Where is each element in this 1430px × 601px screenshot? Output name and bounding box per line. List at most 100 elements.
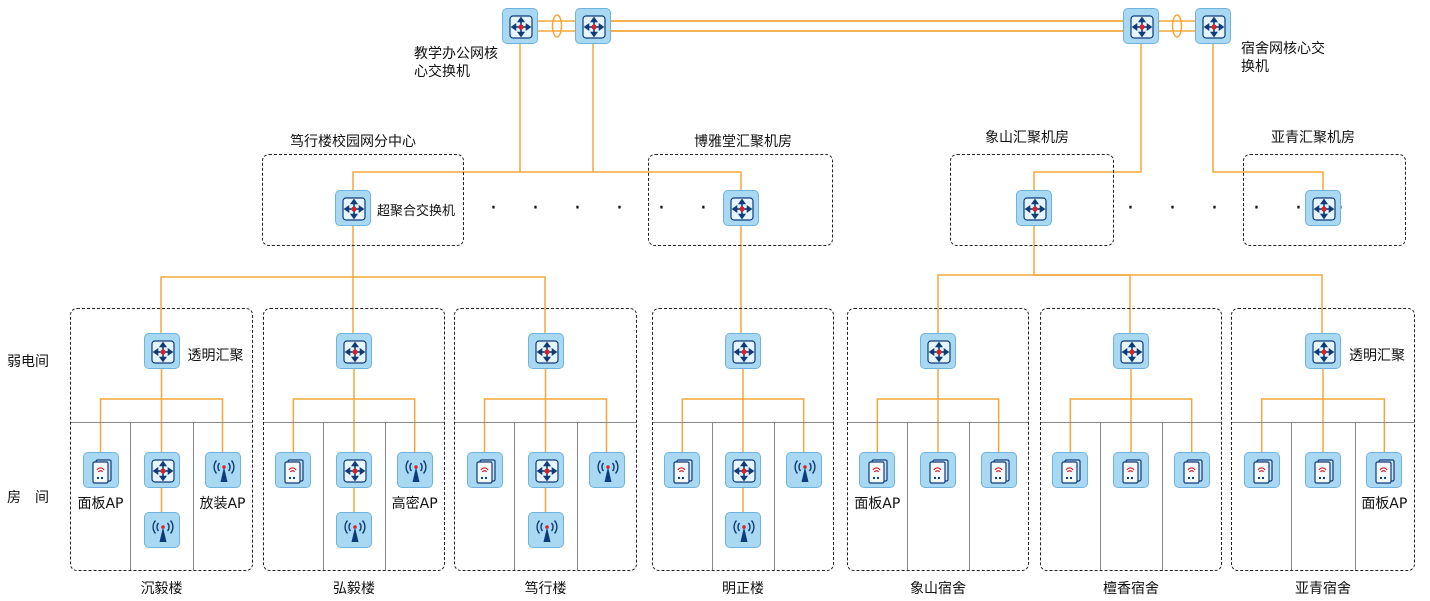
ap-type-label: 放装AP	[199, 496, 246, 512]
aggregation-switch-5[interactable]	[1113, 333, 1149, 369]
room-divider	[455, 422, 636, 423]
switch-icon	[927, 340, 951, 364]
center-switch-yaqing[interactable]	[1305, 190, 1341, 226]
panel-ap-icon	[868, 459, 888, 484]
core-right-label: 宿舍网核心交换机	[1241, 41, 1325, 75]
building-box-4	[847, 308, 1029, 571]
switch-icon	[150, 459, 175, 483]
center-switch-xiangshan[interactable]	[1016, 190, 1052, 226]
room-divider	[1232, 422, 1414, 423]
aggregation-switch-0[interactable]	[143, 333, 180, 369]
room-ap-0-2[interactable]	[204, 452, 241, 488]
room-divider	[264, 422, 444, 423]
link-xs-to-b6	[1034, 274, 1323, 334]
link-core-to-duxing	[352, 171, 520, 190]
room-divider	[848, 422, 1028, 423]
building-box-3	[652, 308, 834, 571]
room-ap-4-0[interactable]	[859, 452, 896, 488]
aggregation-switch-3[interactable]	[725, 333, 761, 369]
center-switch-boya[interactable]	[723, 190, 759, 226]
room-ap-1-1[interactable]	[336, 512, 372, 548]
panel-ap-icon	[1314, 459, 1334, 484]
ellipsis-left: · · · · · ·	[490, 196, 721, 221]
link-xs-to-b4	[937, 226, 1035, 334]
core-switch-right-1[interactable]	[1123, 8, 1159, 44]
room-ap-6-2[interactable]	[1366, 452, 1403, 488]
room-switch-0[interactable]	[143, 452, 180, 488]
ap-type-label: 面板AP	[77, 496, 124, 512]
building-name: 明正楼	[722, 581, 764, 597]
room-switch-2[interactable]	[527, 452, 564, 488]
room-ap-5-0[interactable]	[1052, 452, 1089, 488]
core-switch-left-1[interactable]	[502, 8, 538, 44]
room-ap-3-1[interactable]	[725, 512, 761, 548]
center-title-yaqing: 亚青汇聚机房	[1271, 130, 1355, 146]
building-box-1	[263, 308, 445, 571]
panel-ap-icon	[1183, 459, 1203, 484]
center-box-duxing	[262, 154, 464, 246]
switch-icon	[732, 459, 756, 483]
switch-icon	[730, 197, 754, 221]
aggregation-label: 透明汇聚	[187, 348, 244, 364]
switch-icon	[1312, 197, 1336, 221]
room-switch-1[interactable]	[336, 452, 372, 488]
room-ap-5-1[interactable]	[1113, 452, 1149, 488]
building-name: 沉毅楼	[140, 581, 183, 597]
wireless-ap-icon	[151, 520, 174, 542]
switch-icon	[534, 459, 559, 483]
switch-icon	[1202, 15, 1226, 39]
room-ap-6-0[interactable]	[1243, 452, 1280, 488]
building-box-5	[1040, 308, 1222, 571]
panel-ap-icon	[91, 459, 112, 484]
aggregation-switch-6[interactable]	[1305, 333, 1341, 369]
room-ap-2-0[interactable]	[466, 452, 503, 488]
room-ap-0-0[interactable]	[82, 452, 119, 488]
building-box-2	[454, 308, 637, 571]
room-ap-0-1[interactable]	[143, 512, 180, 548]
aggregation-label: 透明汇聚	[1349, 348, 1405, 364]
aggregation-switch-4[interactable]	[920, 333, 956, 369]
room-ap-5-2[interactable]	[1173, 452, 1210, 488]
room-divider	[653, 422, 833, 423]
panel-ap-icon	[1253, 459, 1273, 484]
core-switch-right-2[interactable]	[1195, 8, 1231, 44]
room-switch-3[interactable]	[725, 452, 761, 488]
room-ap-1-0[interactable]	[275, 452, 312, 488]
room-ap-3-0[interactable]	[664, 452, 701, 488]
room-ap-6-1[interactable]	[1305, 452, 1341, 488]
wireless-ap-icon	[733, 520, 755, 542]
room-ap-2-1[interactable]	[527, 512, 564, 548]
core-switch-left-2[interactable]	[575, 8, 611, 44]
link-core-to-xiangshan	[1033, 44, 1142, 190]
center-switch-duxing[interactable]	[335, 190, 371, 226]
switch-icon	[343, 340, 367, 364]
room-separator	[577, 422, 578, 570]
ap-type-label: 面板AP	[1361, 496, 1408, 512]
building-name: 檀香宿舍	[1103, 581, 1159, 597]
room-separator	[1291, 422, 1292, 570]
room-ap-4-1[interactable]	[920, 452, 956, 488]
room-ap-3-2[interactable]	[785, 452, 822, 488]
aggregation-switch-1[interactable]	[336, 333, 372, 369]
room-separator	[1100, 422, 1101, 570]
room-separator	[907, 422, 908, 570]
center-title-boya: 博雅堂汇聚机房	[694, 134, 792, 150]
building-box-0	[70, 308, 253, 571]
switch-icon	[343, 459, 367, 483]
building-box-6	[1231, 308, 1415, 571]
room-ap-4-2[interactable]	[980, 452, 1017, 488]
room-ap-2-2[interactable]	[588, 452, 625, 488]
wireless-ap-icon	[405, 460, 427, 482]
room-ap-1-2[interactable]	[396, 452, 433, 488]
room-separator	[1162, 422, 1163, 570]
wireless-ap-icon	[535, 520, 558, 542]
room-separator	[130, 422, 131, 570]
ap-type-label: 高密AP	[391, 496, 438, 512]
link-core-to-boya	[519, 44, 742, 190]
panel-ap-icon	[929, 459, 949, 484]
switch-icon	[1312, 340, 1336, 364]
aggregation-switch-2[interactable]	[527, 333, 564, 369]
switch-icon	[732, 340, 756, 364]
row-label-room: 房 间	[7, 490, 49, 506]
